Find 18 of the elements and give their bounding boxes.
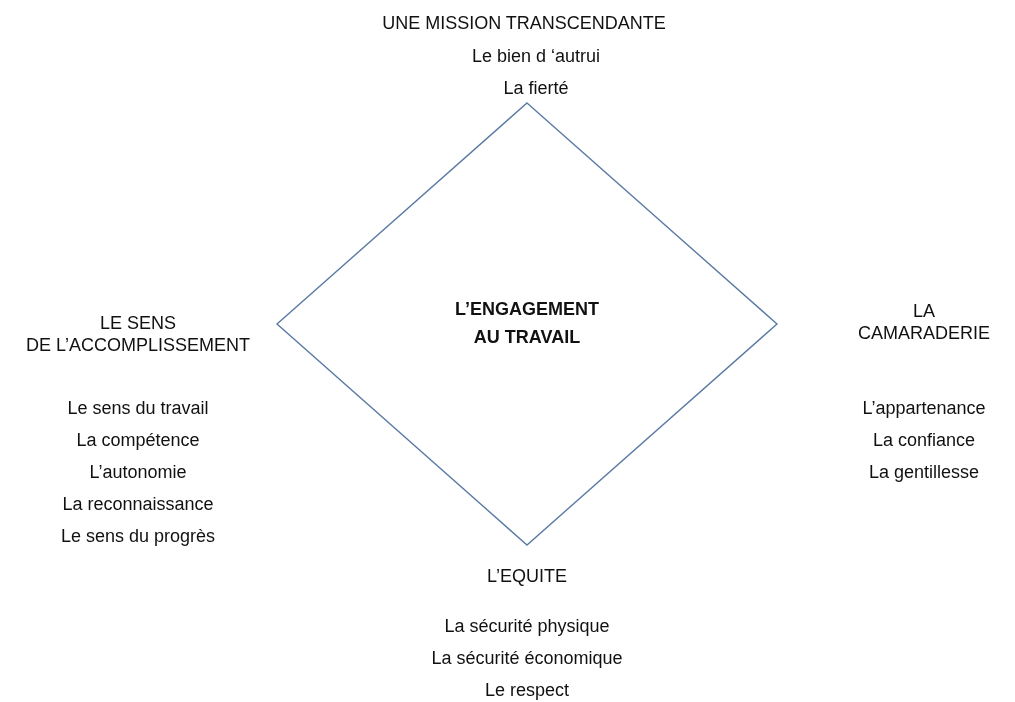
list-item: Le sens du progrès <box>60 525 216 547</box>
list-item: L’autonomie <box>89 461 187 483</box>
category-heading: L’EQUITE <box>487 565 567 587</box>
list-item: La reconnaissance <box>62 493 214 515</box>
list-item: La fierté <box>503 77 569 99</box>
list-item: La sécurité physique <box>444 615 610 637</box>
list-item: Le bien d ‘autrui <box>471 45 601 67</box>
list-item: La sécurité économique <box>431 647 623 669</box>
category-heading: LA CAMARADERIE <box>857 300 991 344</box>
category-heading: UNE MISSION TRANSCENDANTE <box>382 12 666 34</box>
category-heading: LE SENS DE L’ACCOMPLISSEMENT <box>24 312 252 356</box>
list-item: Le respect <box>484 679 570 701</box>
list-item: La gentillesse <box>868 461 980 483</box>
list-item: L’appartenance <box>862 397 986 419</box>
list-item: La confiance <box>872 429 976 451</box>
list-item: La compétence <box>76 429 200 451</box>
list-item: Le sens du travail <box>67 397 209 419</box>
center-title: L’ENGAGEMENT AU TRAVAIL <box>454 298 600 349</box>
